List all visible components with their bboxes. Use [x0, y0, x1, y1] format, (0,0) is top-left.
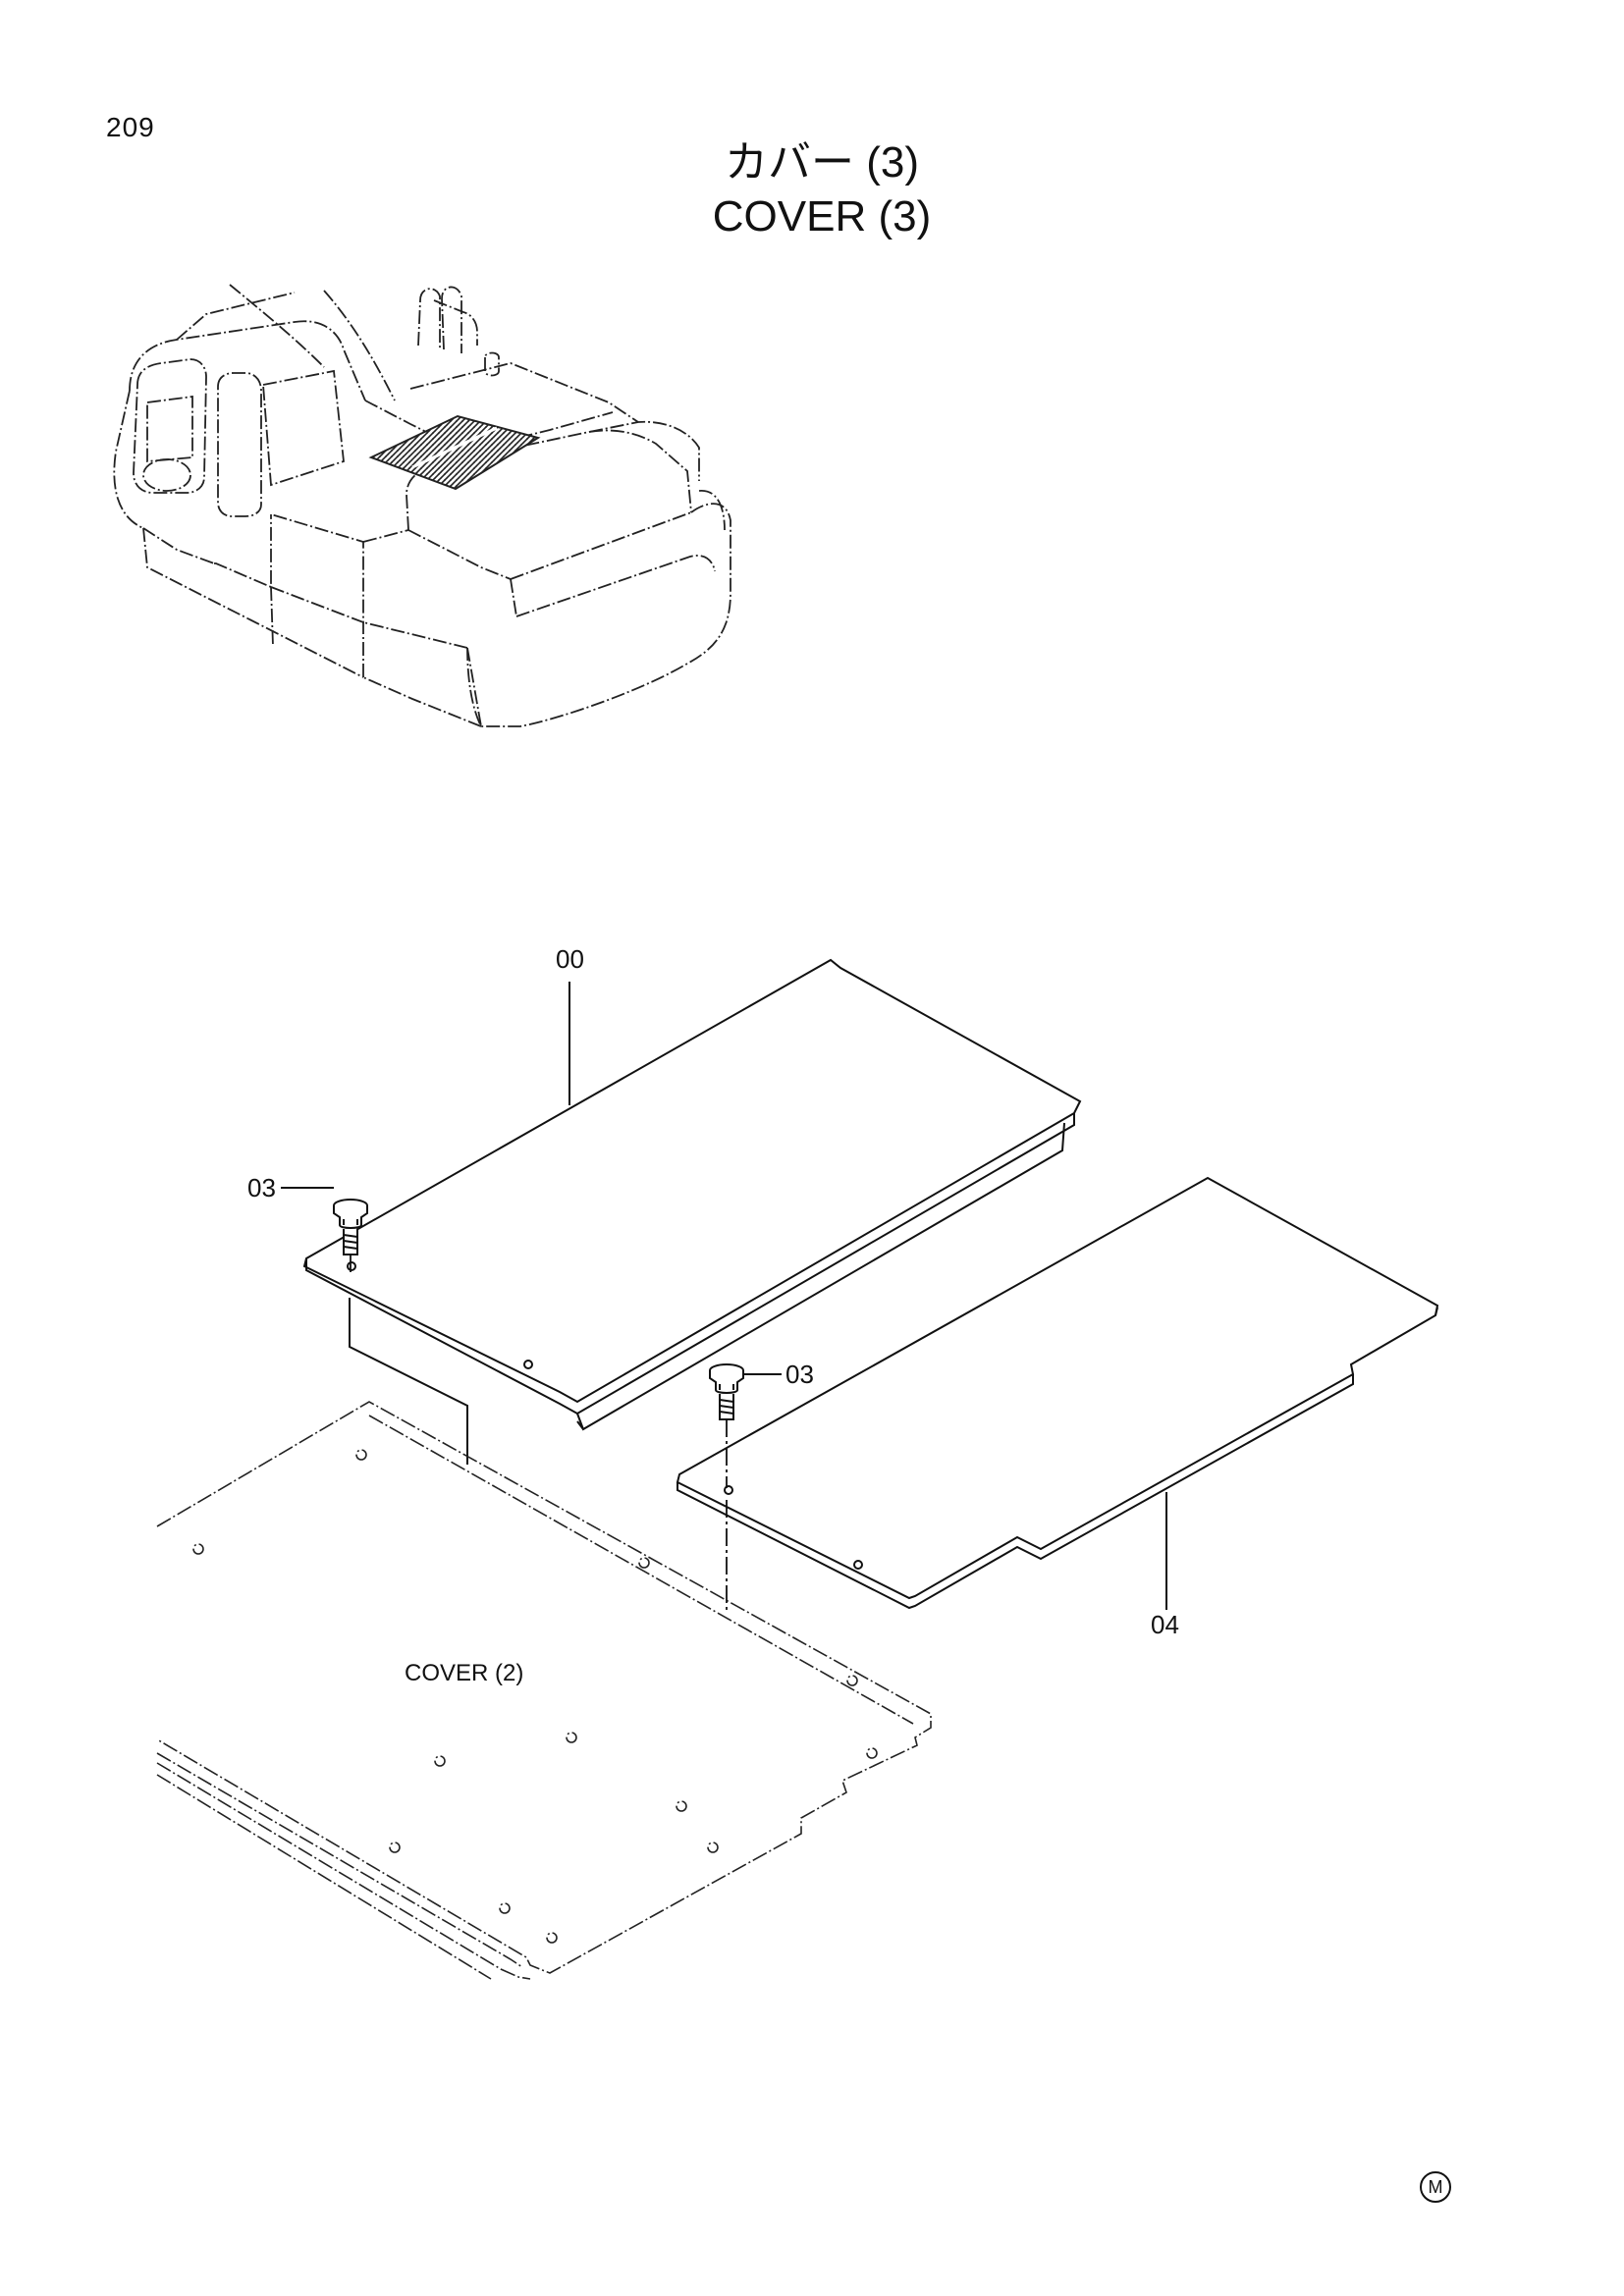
callout-03-right: 03	[785, 1360, 814, 1389]
part-04-cover-panel	[676, 1176, 1439, 1610]
callout-04: 04	[1151, 1610, 1179, 1639]
title-english: COVER (3)	[712, 192, 932, 240]
reference-note-cover-2: COVER (2)	[405, 1660, 523, 1686]
excavator-overview-illustration	[113, 284, 731, 727]
page-title: カバー (3) COVER (3)	[0, 135, 1624, 243]
shaded-cover-area	[368, 414, 541, 491]
leader-lines	[281, 982, 1167, 1610]
cover-2-reference-panel	[156, 1401, 932, 1980]
manufacturer-mark: M	[1420, 2171, 1451, 2203]
title-japanese: カバー (3)	[725, 138, 919, 187]
bolt-center-lines	[350, 1255, 728, 1610]
callout-00: 00	[556, 944, 584, 974]
page-number: 209	[106, 112, 155, 142]
callout-03-left: 03	[247, 1173, 276, 1202]
part-03-bolt-left	[333, 1199, 368, 1255]
part-00-cover-panel	[302, 958, 1082, 1465]
part-03-bolt-right	[709, 1363, 744, 1420]
